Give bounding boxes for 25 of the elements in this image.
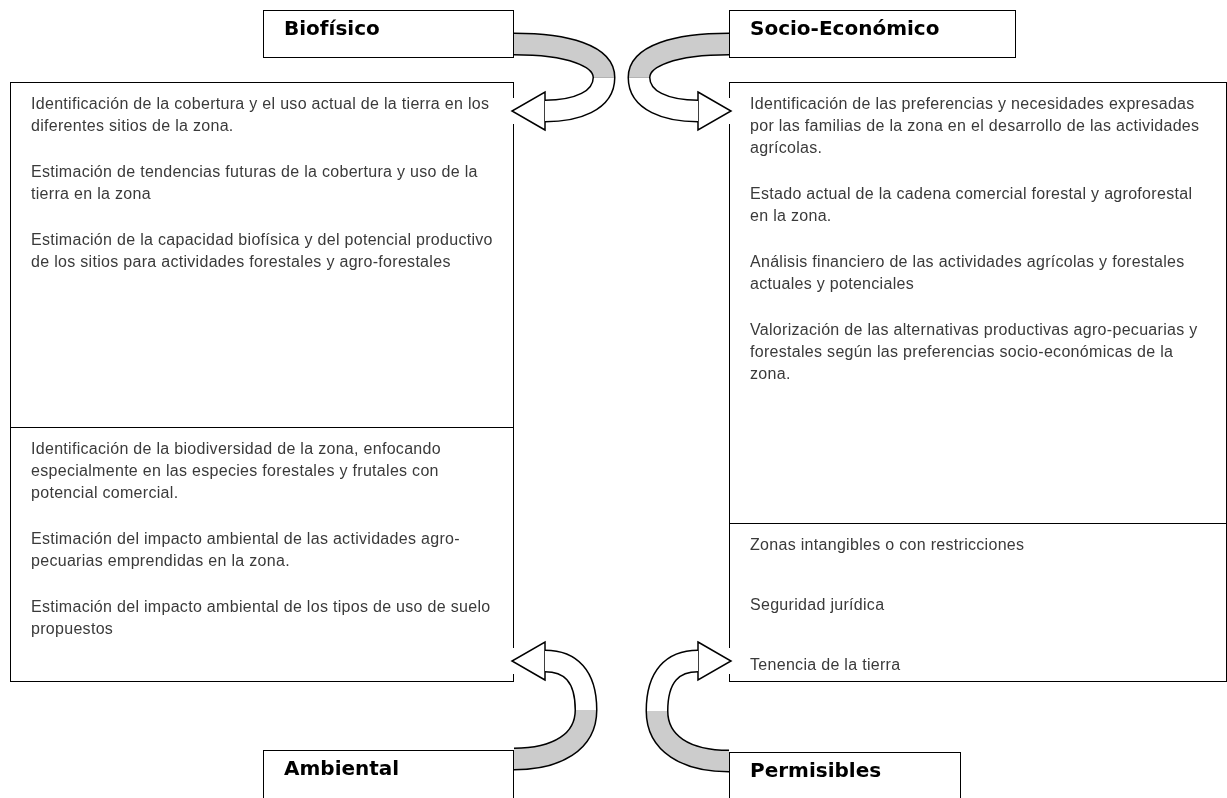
description-text: Estimación del impacto ambiental de los tipos de uso de suelo propuestos	[31, 597, 492, 639]
description-text: Estimación del impacto ambiental de las actividades agro-pecuarias emprendidas en la zona.	[31, 529, 461, 571]
description-text: Seguridad jurídica	[750, 595, 886, 615]
description-text: Valorización de las alternativas productivas agro-pecuarias y forestales según las preferencias socio-económicas de la zona.	[750, 320, 1199, 384]
title-box	[263, 750, 514, 798]
title-box	[729, 752, 961, 798]
text-box	[729, 523, 1227, 682]
description-text: Tenencia de la tierra	[750, 655, 902, 675]
text-box	[729, 82, 1227, 525]
box-title: Ambiental	[284, 756, 400, 780]
text-box	[10, 82, 514, 429]
title-box	[729, 10, 1016, 58]
description-text: Identificación de la cobertura y el uso actual de la tierra en los diferentes sitios de la zona.	[31, 94, 491, 136]
title-box	[263, 10, 514, 58]
description-text: Identificación de las preferencias y necesidades expresadas por las familias de la zona en el desarrollo de las actividades agrícolas.	[750, 94, 1201, 158]
box-title: Biofísico	[284, 16, 380, 40]
description-text: Zonas intangibles o con restricciones	[750, 535, 1026, 555]
box-title: Socio-Económico	[750, 16, 940, 40]
description-text: Estimación de tendencias futuras de la cobertura y uso de la tierra en la zona	[31, 162, 479, 204]
box-title: Permisibles	[750, 758, 882, 782]
description-text: Estado actual de la cadena comercial forestal y agroforestal en la zona.	[750, 184, 1194, 226]
description-text: Estimación de la capacidad biofísica y del potencial productivo de los sitios para actividades forestales y agro-forestales	[31, 230, 494, 272]
description-text: Identificación de la biodiversidad de la zona, enfocando especialmente en las especies forestales y frutales con potencial comercial.	[31, 439, 442, 503]
text-box	[10, 427, 514, 682]
description-text: Análisis financiero de las actividades agrícolas y forestales actuales y potenciales	[750, 252, 1186, 294]
